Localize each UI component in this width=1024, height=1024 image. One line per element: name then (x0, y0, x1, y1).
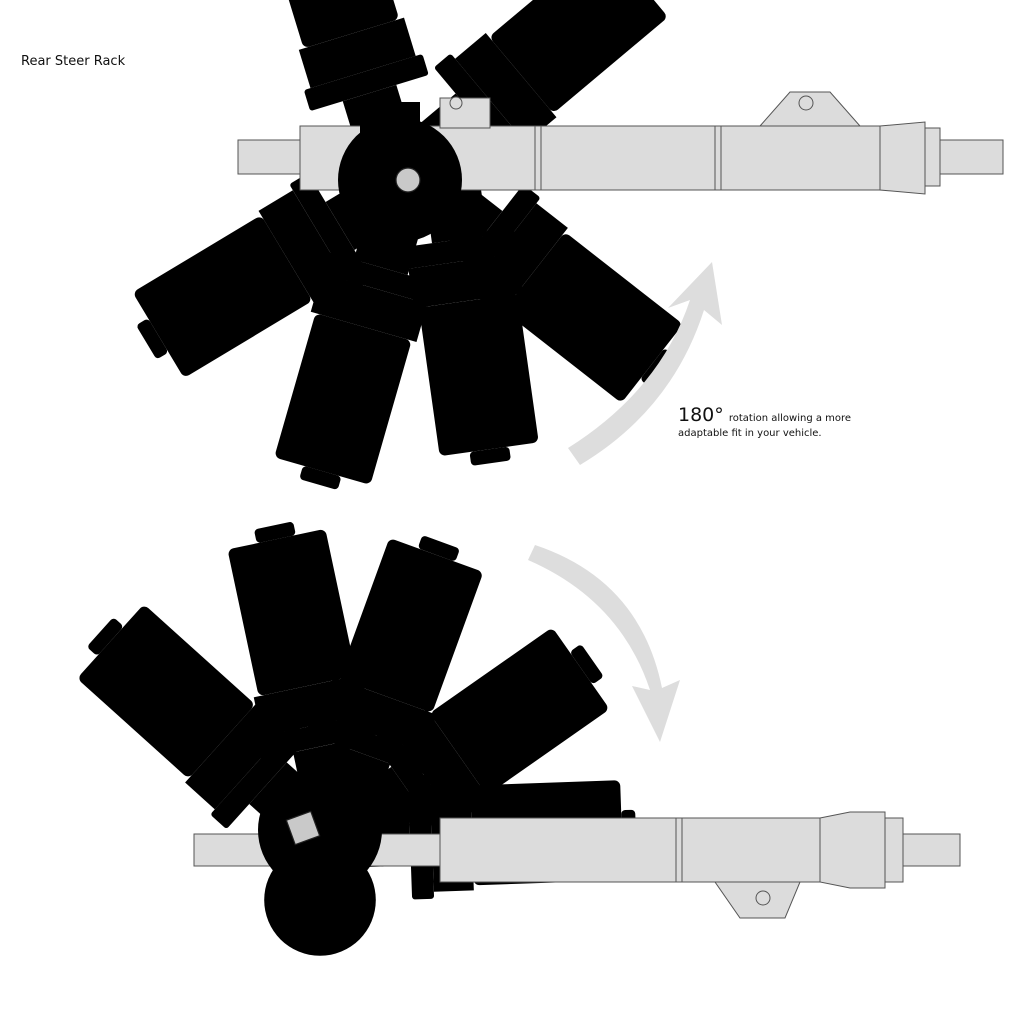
caption-line-1: rotation allowing a more (728, 413, 852, 424)
rotation-arrow-down (528, 545, 680, 742)
rotation-caption: 180° rotation allowing a more adaptable … (678, 406, 852, 440)
top-active-motor (258, 102, 462, 502)
page-title: Rear Steer Rack (21, 54, 126, 69)
caption-line-2: adaptable fit in your vehicle. (678, 428, 822, 439)
rotation-degrees: 180° (678, 404, 724, 426)
top-assembly (114, 0, 1004, 502)
bottom-assembly (58, 512, 961, 956)
bottom-active-motor (212, 512, 394, 908)
rotation-arrow-up (568, 262, 722, 465)
